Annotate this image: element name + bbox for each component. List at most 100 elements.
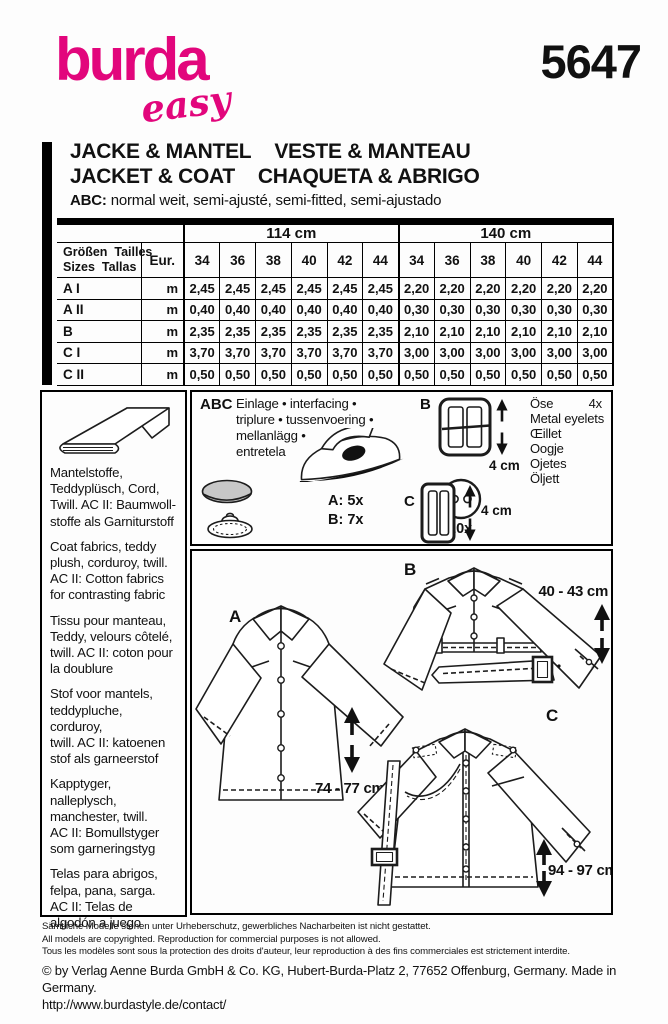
yardage-value: 2,35: [326, 320, 364, 343]
iron-icon: [299, 428, 404, 482]
eyelets-name-qty: Öse 4x: [530, 396, 602, 411]
yardage-value: 0,50: [397, 363, 435, 386]
view-c-length: 94 - 97 cm: [548, 862, 611, 879]
yardage-value: 0,50: [362, 363, 400, 386]
view-c-label: C: [546, 706, 558, 725]
jacket-b-drawing: [383, 567, 602, 691]
legal-text: All models are copyrighted. Reproduction…: [42, 933, 381, 945]
fabric-descriptions: Mantelstoffe, Teddyplüsch, Cord, Twill. …: [50, 465, 177, 931]
eyelet-translation: Öljett: [530, 471, 560, 486]
yardage-value: 3,00: [469, 341, 507, 364]
yardage-value: 2,10: [397, 320, 435, 343]
fabric-description: Mantelstoffe, Teddyplüsch, Cord, Twill. …: [50, 465, 176, 529]
title-es: CHAQUETA & ABRIGO: [257, 165, 480, 188]
fabric-width-114: 114 cm: [183, 221, 400, 243]
fabric-description: Coat fabrics, teddy plush, corduroy, twi…: [50, 538, 168, 603]
view-label: C I: [57, 341, 142, 364]
yardage-value: 2,45: [255, 277, 292, 300]
title-fr: VESTE & MANTEAU: [274, 140, 471, 163]
fabric-bolt-icon: [58, 407, 170, 454]
yardage-value: 3,70: [362, 341, 400, 364]
title-de: JACKE & MANTEL: [70, 140, 252, 163]
buckle2-dimension: 4 cm: [481, 503, 512, 518]
yardage-value: 0,50: [326, 363, 364, 386]
pattern-number: 5647: [540, 35, 642, 88]
title-en: JACKET & COAT: [70, 165, 235, 188]
yardage-value: 3,70: [255, 341, 292, 364]
yardage-value: 2,45: [326, 277, 364, 300]
garment-views-box: A 74 - 77 cm: [190, 549, 618, 915]
footer: Sämtliche Modelle stehen unter Urhebersc…: [42, 921, 652, 1013]
eyelet-translation: Oogje: [530, 441, 564, 456]
yardage-value: 2,20: [469, 277, 507, 300]
easy-wordmark: easy: [138, 76, 234, 132]
yardage-value: 3,00: [397, 341, 435, 364]
yardage-value: 3,70: [219, 341, 256, 364]
yardage-value: 0,50: [433, 363, 471, 386]
title-block: JACKE & MANTEL VESTE & MANTEAU JACKET & C…: [70, 139, 615, 209]
title-accent-bar: [42, 142, 52, 385]
yardage-value: 3,70: [183, 341, 221, 364]
button-view-label: C: [404, 493, 415, 510]
yardage-value: 0,50: [290, 363, 328, 386]
view-b-label: B: [404, 560, 416, 579]
yardage-value: 3,00: [576, 341, 614, 364]
yardage-value: 2,20: [505, 277, 543, 300]
eyelet-translation: Œillet: [530, 426, 562, 441]
buckle-view-label: B: [420, 396, 431, 413]
length-arrow-b: [594, 604, 610, 664]
yardage-value: 0,50: [576, 363, 614, 386]
fabric-description: Tissu pour manteau, Teddy, velours côtel…: [50, 612, 173, 677]
fabric-description: Telas para abrigos, felpa, pana, sarga. …: [50, 866, 158, 931]
view-label: A II: [57, 298, 142, 321]
yardage-value: 0,40: [183, 298, 221, 321]
yardage-value: 2,20: [397, 277, 435, 300]
yardage-value: 3,00: [433, 341, 471, 364]
yardage-value: 0,30: [541, 298, 578, 321]
eyelets-name: Öse: [530, 396, 554, 411]
yardage-value: 0,50: [183, 363, 221, 386]
yardage-value: 0,40: [219, 298, 256, 321]
sizes-label-line1: Größen Tailles: [63, 245, 153, 259]
yardage-value: 0,40: [290, 298, 328, 321]
view-a-label: A: [229, 607, 241, 626]
yardage-value: 2,20: [541, 277, 578, 300]
size-header: 36: [219, 242, 256, 278]
unit-cell: m: [140, 341, 185, 364]
abc-text: normal weit, semi-ajusté, semi-fitted, s…: [110, 192, 442, 209]
yardage-value: 2,20: [576, 277, 614, 300]
buckle-icon: [420, 482, 456, 544]
yardage-value: 0,50: [541, 363, 578, 386]
legal-notices: Sämtliche Modelle stehen unter Urhebersc…: [42, 921, 652, 959]
yardage-value: 0,50: [505, 363, 543, 386]
right-column: ABC Einlage • interfacing • triplure • t…: [190, 390, 618, 917]
publisher-url: http://www.burdastyle.de/contact/: [42, 996, 227, 1012]
size-header: 40: [505, 242, 543, 278]
size-header: 40: [290, 242, 328, 278]
garment-views-illustration: A 74 - 77 cm: [195, 560, 618, 906]
abc-label: ABC:: [70, 192, 107, 209]
size-header: 36: [433, 242, 471, 278]
title-line-de-fr: JACKE & MANTEL VESTE & MANTEAU: [70, 139, 615, 164]
size-header: 34: [183, 242, 221, 278]
length-arrow-a: [344, 707, 360, 773]
fabric-width-140: 140 cm: [397, 221, 614, 243]
yardage-value: 0,40: [255, 298, 292, 321]
double-arrow-icon: [464, 485, 476, 541]
yardage-value: 3,00: [541, 341, 578, 364]
yardage-value: 2,45: [362, 277, 400, 300]
unit-cell: m: [140, 363, 185, 386]
view-b-length: 40 - 43 cm: [538, 583, 608, 600]
yardage-value: 2,35: [290, 320, 328, 343]
legal-text: Tous les modèles sont sous la protection…: [42, 946, 570, 957]
burda-logo: burda easy: [55, 30, 285, 140]
covered-buttons-icon: [201, 479, 253, 539]
yardage-value: 2,35: [183, 320, 221, 343]
